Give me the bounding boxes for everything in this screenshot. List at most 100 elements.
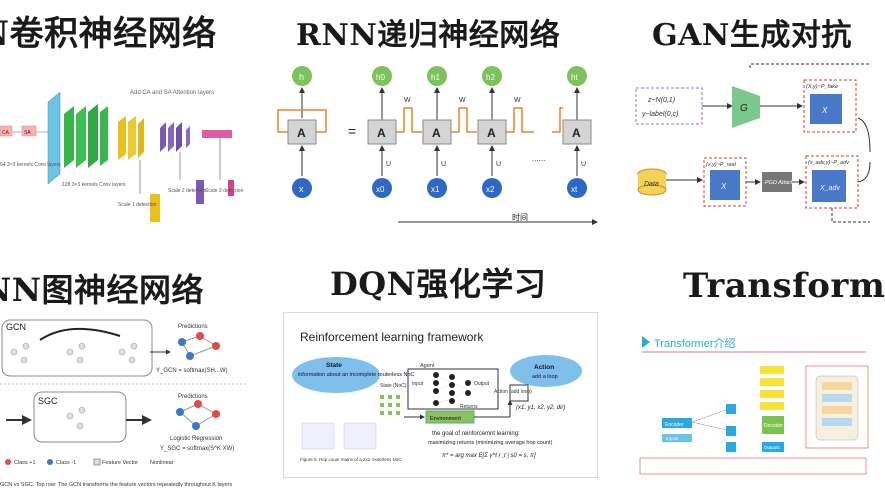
- dqn-network-nodes: [433, 372, 471, 406]
- conv64-label: 64 3×3 kernels Conv layers: [0, 162, 61, 168]
- gan-data-label: Data: [644, 181, 659, 188]
- gcn-label: GCN: [6, 322, 26, 332]
- conv128-label: 128 3×3 kernels Conv layers: [62, 182, 126, 188]
- gcn-predictions: Predictions: [178, 324, 208, 330]
- dqn-diagram: Reinforcement learning framework State i…: [283, 312, 598, 478]
- rnn-cell-t-label: A: [572, 126, 581, 140]
- dqn-action-cloud: [510, 355, 582, 387]
- rnn-w3: W: [514, 97, 521, 104]
- rnn-ut: U: [581, 161, 586, 168]
- rnn-x2-node: [482, 178, 502, 198]
- gan-fake-x-label: X: [821, 106, 828, 115]
- sgc-label: SGC: [38, 396, 58, 406]
- rnn-cell-0-label: A: [377, 126, 386, 140]
- rnn-x-node: [292, 178, 312, 198]
- gan-real-x-label: X: [720, 182, 727, 191]
- rnn-unrolled: h0 h1 h2 ht W W W A A A A: [367, 66, 598, 225]
- sa-label: SA: [24, 130, 31, 136]
- rnn-x0-label: x0: [376, 185, 385, 194]
- cnn-title: N卷积神经网络: [0, 14, 217, 54]
- transformer-decoder-label: Decoder: [764, 423, 783, 429]
- dqn-agent-box: [407, 368, 499, 410]
- gcn-box: [1, 319, 153, 377]
- gnn-title: NN图神经网络: [0, 271, 205, 309]
- gan-fake-pair: (X,y)~P_fake: [806, 84, 838, 90]
- rnn-h2-label: h2: [486, 73, 495, 82]
- gnn-legend-class1: Class +1: [14, 460, 36, 466]
- dqn-state-cloud: [292, 357, 380, 393]
- transformer-left-inputs: [662, 434, 692, 442]
- dqn-heading: Reinforcement learning framework: [300, 330, 484, 344]
- rnn-xt-node: [567, 178, 587, 198]
- conv-layer-9: [168, 122, 174, 152]
- dqn-tuple: (x1, y1, x2, y2, dir): [516, 405, 565, 411]
- conv-layer-2: [76, 106, 86, 168]
- transformer-left-encoder: [662, 418, 692, 428]
- rnn-x-label: x: [299, 184, 304, 194]
- rnn-u0: U: [386, 161, 391, 168]
- gan-diagram: z~N(0,1) y~label(0,c) G (X,y)~P_fake X D…: [632, 62, 871, 232]
- rnn-x1-label: x1: [431, 185, 440, 194]
- gnn-legend-class2: Class -1: [56, 460, 76, 466]
- dqn-formula: π* = arg max E[Σ γ^t r_t | s0 = s, π]: [442, 453, 536, 459]
- rnn-h0-node: [372, 66, 392, 86]
- rnn-cell-2: [477, 119, 507, 145]
- gan-generator: [732, 86, 760, 128]
- transformer-header: Transformer介绍: [654, 336, 736, 350]
- rnn-diagram: h A x = h0 h1 h2 ht W W: [272, 58, 612, 234]
- conv-layer-3: [88, 104, 98, 168]
- conv-layer-6: [128, 116, 136, 160]
- dqn-figure-caption: Figure 5: Hop count matrix of a 2x2 rout…: [300, 457, 402, 462]
- gnn-diagram: GCN Predictions Y_GCN = softmax(SH...W) …: [0, 316, 248, 492]
- dqn-state-noc: State (NoC): [380, 383, 407, 389]
- rnn-cell-2-label: A: [487, 126, 496, 140]
- gnn-legend-feature: Feature Vector: [102, 460, 138, 466]
- transformer-arrow-icon: [642, 336, 650, 348]
- dqn-goal-text: maximizing returns (minimizing average h…: [428, 440, 553, 446]
- gan-attack-label: PGD Attack: [765, 180, 794, 186]
- input-layer: [47, 91, 61, 185]
- scale2-label: Scale 2 detection: [168, 188, 207, 194]
- transformer-detail-box: [805, 365, 869, 449]
- dqn-input-label: Input: [412, 381, 424, 387]
- gcn-formula: Y_GCN = softmax(SH...W): [156, 368, 228, 374]
- gan-attack-box: [762, 172, 792, 192]
- rnn-cell-0: [367, 119, 397, 145]
- conv-layer-1: [64, 106, 74, 168]
- cnn-header: Add CA and SA Attention layers: [130, 90, 214, 96]
- gan-input2: y~label(0,c): [641, 111, 678, 118]
- dqn-returns-label: Returns: [460, 404, 478, 410]
- scale2-branch: [196, 180, 204, 204]
- gan-generator-label: G: [740, 103, 748, 114]
- dqn-hop-matrix: [301, 422, 377, 450]
- gan-adv-x-label: X_adv: [819, 185, 840, 192]
- rnn-h0-label: h0: [376, 73, 385, 82]
- rnn-ht-label: ht: [571, 73, 578, 82]
- sgc-prediction-graph: [176, 400, 220, 430]
- dqn-output-label: Output: [474, 381, 490, 387]
- cnn-diagram: Add CA and SA Attention layers CA SA 64 …: [0, 84, 250, 230]
- rnn-h1-node: [427, 66, 447, 86]
- sgc-logistic: Logistic Regression: [170, 436, 222, 442]
- rnn-h-node: [292, 66, 312, 86]
- dqn-action-box: Action (add loop): [494, 389, 532, 395]
- rnn-w1: W: [404, 97, 411, 104]
- gan-fake-x: [810, 94, 842, 124]
- dqn-state-title: State: [326, 362, 342, 369]
- gan-adv-x: [812, 170, 846, 202]
- conv-layer-11: [186, 126, 190, 148]
- rnn-x0-node: [372, 178, 392, 198]
- dqn-goal-title: the goal of reinforcemnt learning:: [432, 431, 520, 437]
- rnn-time-label: 时间: [512, 212, 528, 222]
- transformer-diagram: Transformer介绍 Encoder Inputs Decoder Out…: [636, 330, 870, 492]
- rnn-h2-node: [482, 66, 502, 86]
- conv-layer-8: [160, 122, 166, 152]
- conv-layer-5: [118, 116, 126, 160]
- rnn-cell-1: [422, 119, 452, 145]
- rnn-h-label: h: [299, 72, 304, 82]
- rnn-cell-t: [562, 119, 592, 145]
- dqn-action-text: add a loop: [532, 374, 558, 380]
- dqn-noc-grid: [380, 395, 400, 415]
- conv-layer-12: [202, 130, 232, 138]
- transformer-left-inputs-label: Inputs: [666, 436, 679, 441]
